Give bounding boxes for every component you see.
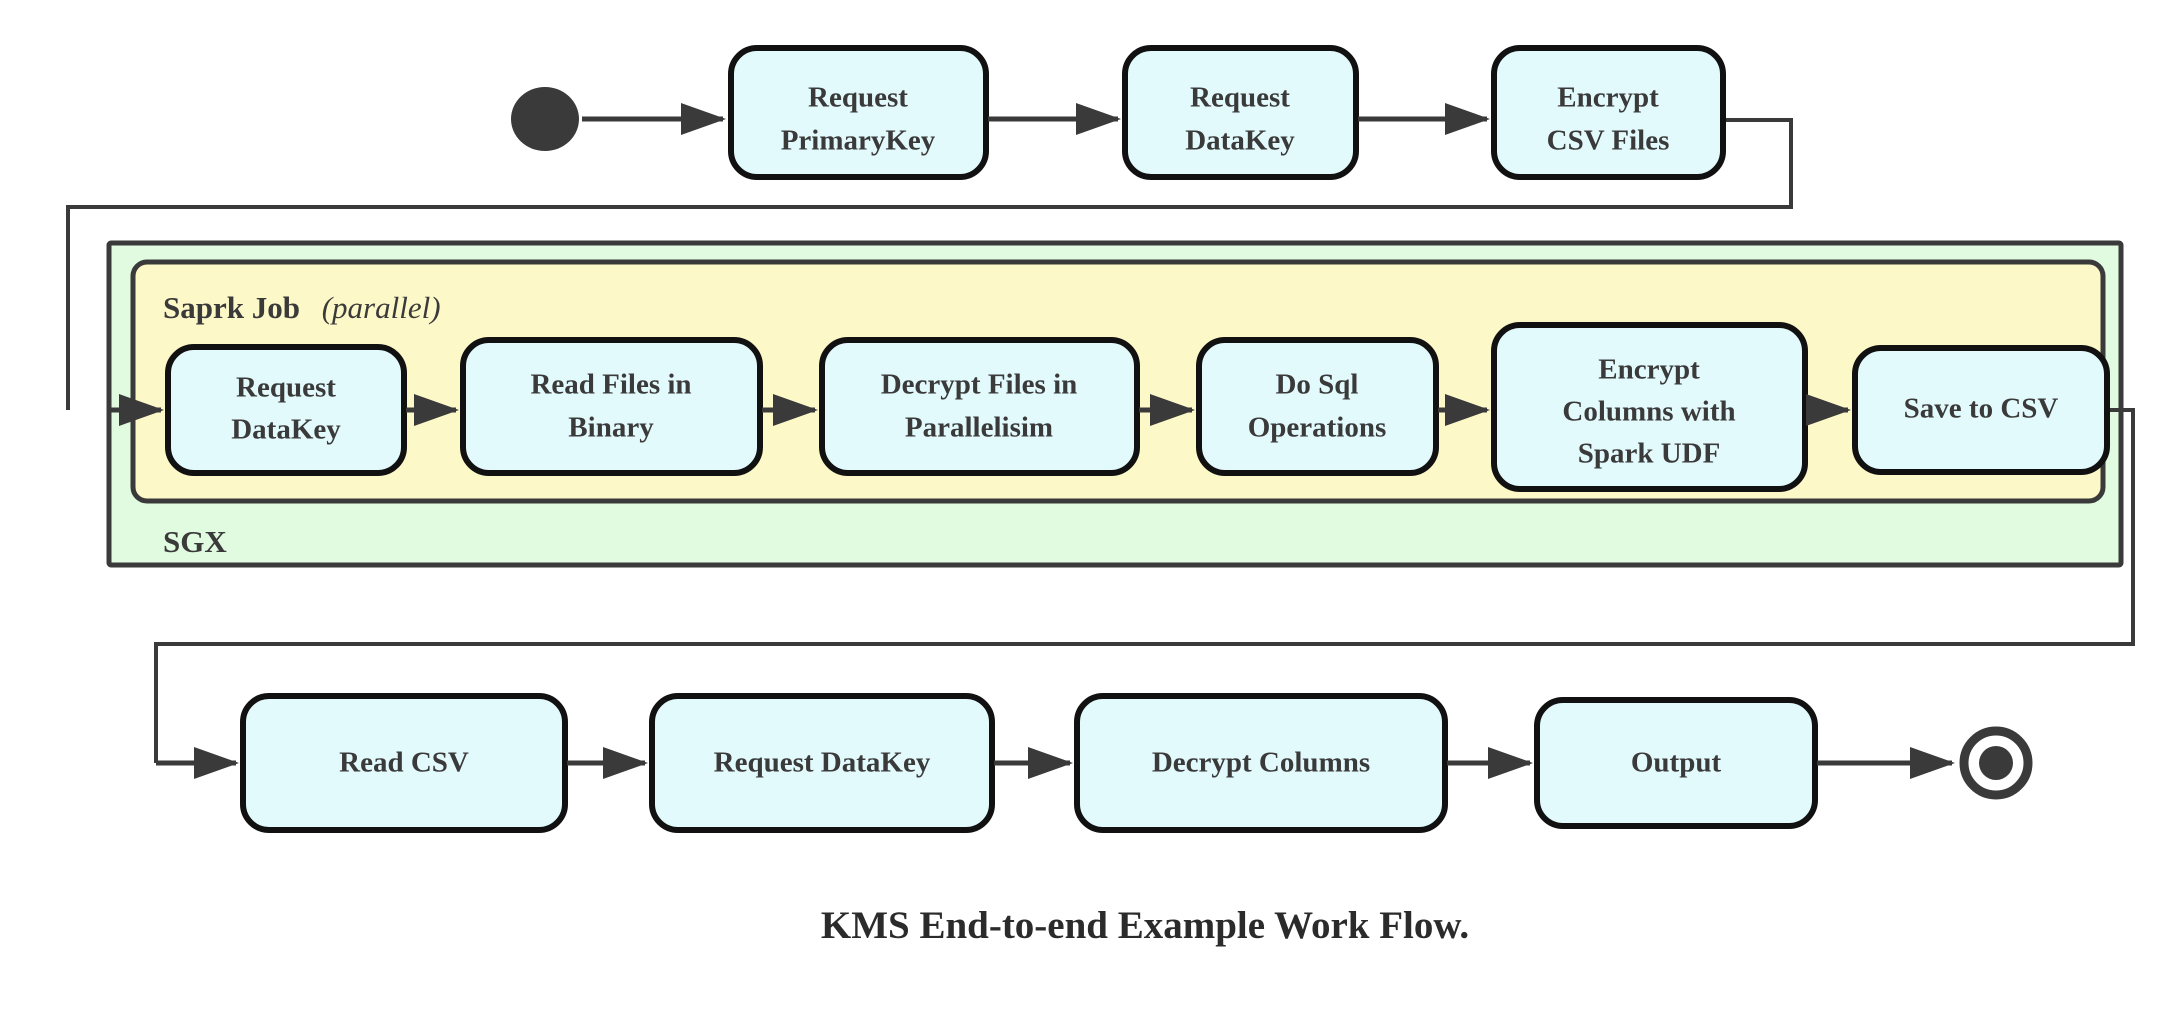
node-save-to-csv[interactable] — [1852, 345, 2110, 475]
node-request-datakey-bottom-line1: Request DataKey — [714, 747, 931, 779]
node-request-datakey-spark-line2: DataKey — [231, 414, 341, 446]
end-node-ring — [1959, 726, 2033, 800]
node-request-datakey-bottom[interactable] — [649, 693, 995, 833]
node-request-primarykey-line2: PrimaryKey — [781, 125, 936, 157]
sgx-label: SGX — [163, 524, 227, 559]
node-request-datakey-spark[interactable] — [165, 344, 407, 476]
edge-savetocsv-to-readcsv-route — [154, 408, 2135, 763]
node-read-files-in-binary-line2: Binary — [568, 412, 654, 444]
node-read-files-in-binary[interactable] — [460, 337, 763, 476]
node-decrypt-files-in-parallelisim-line1: Decrypt Files in — [881, 369, 1078, 401]
end-node-core — [1979, 746, 2013, 780]
node-output[interactable] — [1534, 697, 1818, 829]
node-encrypt-columns-with-spark-udf[interactable] — [1491, 322, 1808, 492]
node-request-datakey-top-line2: DataKey — [1185, 125, 1295, 157]
node-encrypt-columns-line2: Columns with — [1562, 396, 1735, 428]
node-do-sql-operations-line1: Do Sql — [1275, 369, 1358, 401]
node-encrypt-columns-line3: Spark UDF — [1578, 438, 1721, 470]
node-read-csv[interactable] — [240, 693, 568, 833]
node-encrypt-csv-files-line1: Encrypt — [1557, 82, 1659, 114]
node-encrypt-columns-line1: Encrypt — [1598, 354, 1700, 386]
node-decrypt-columns[interactable] — [1074, 693, 1448, 833]
node-encrypt-csv-files[interactable] — [1491, 45, 1726, 180]
node-do-sql-operations[interactable] — [1196, 337, 1439, 476]
node-encrypt-csv-files-line2: CSV Files — [1547, 125, 1670, 157]
node-request-primarykey-line1: Request — [808, 82, 908, 114]
spark-job-label-italic: (parallel) — [322, 290, 441, 325]
figure-caption: KMS End-to-end Example Work Flow. — [821, 904, 1469, 947]
spark-job-label: Saprk Job (parallel) — [163, 290, 441, 325]
node-request-datakey-top-line1: Request — [1190, 82, 1290, 114]
node-decrypt-files-in-parallelisim-line2: Parallelisim — [905, 412, 1053, 444]
node-read-files-in-binary-line1: Read Files in — [530, 369, 691, 401]
node-request-primarykey[interactable] — [728, 45, 989, 180]
node-do-sql-operations-line2: Operations — [1248, 412, 1387, 444]
node-request-datakey-spark-line1: Request — [236, 372, 336, 404]
node-request-datakey-top[interactable] — [1122, 45, 1359, 180]
start-node — [511, 87, 579, 151]
node-decrypt-files-in-parallelisim[interactable] — [819, 337, 1140, 476]
spark-job-label-bold: Saprk Job — [163, 290, 300, 325]
node-read-csv-line1: Read CSV — [339, 747, 469, 779]
node-decrypt-columns-line1: Decrypt Columns — [1152, 747, 1370, 779]
node-save-to-csv-line1: Save to CSV — [1904, 393, 2059, 425]
edge-encryptcsv-to-requestdatakey-route — [66, 118, 1793, 410]
node-output-line1: Output — [1631, 747, 1722, 779]
